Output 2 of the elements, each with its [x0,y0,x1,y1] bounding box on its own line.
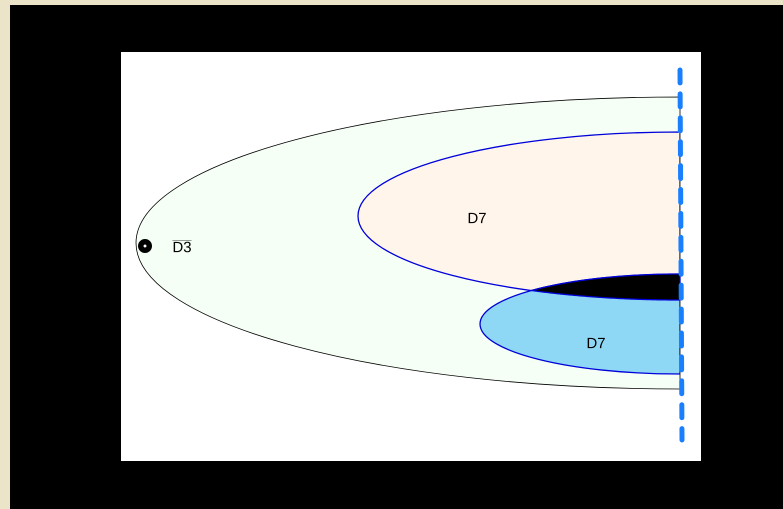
inner-region: D7 [357,131,680,301]
overlap-region [530,273,681,301]
